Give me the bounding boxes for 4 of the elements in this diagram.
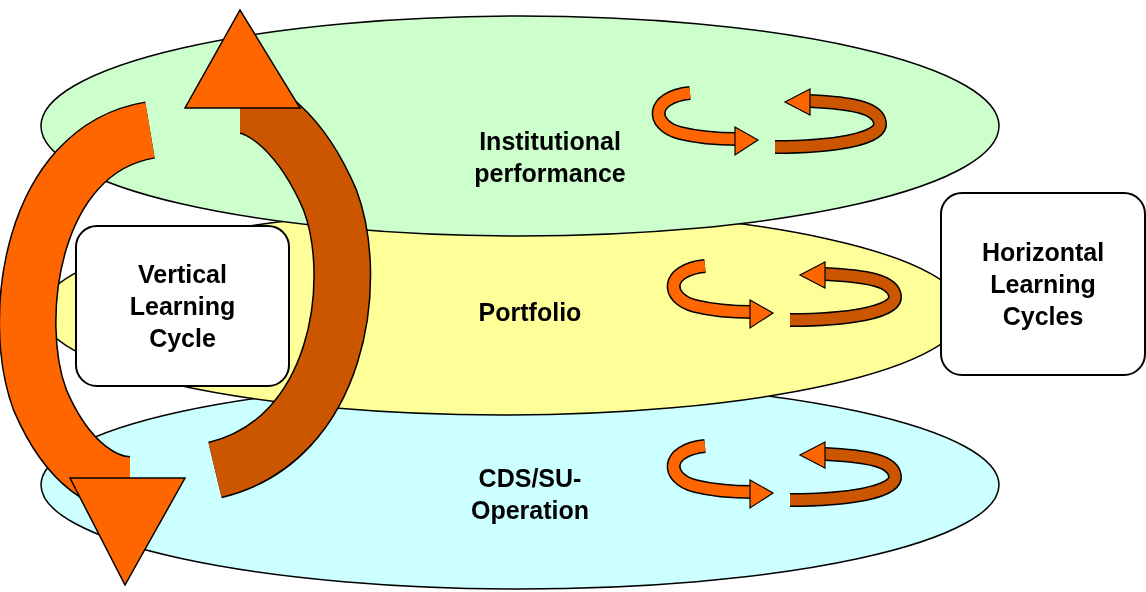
- callout-box: Horizontal Learning Cycles: [940, 192, 1146, 376]
- layer-label: Institutional performance: [473, 126, 627, 189]
- layer-label: CDS/SU-Operation: [469, 463, 591, 526]
- layer-label: Portfolio: [477, 297, 583, 328]
